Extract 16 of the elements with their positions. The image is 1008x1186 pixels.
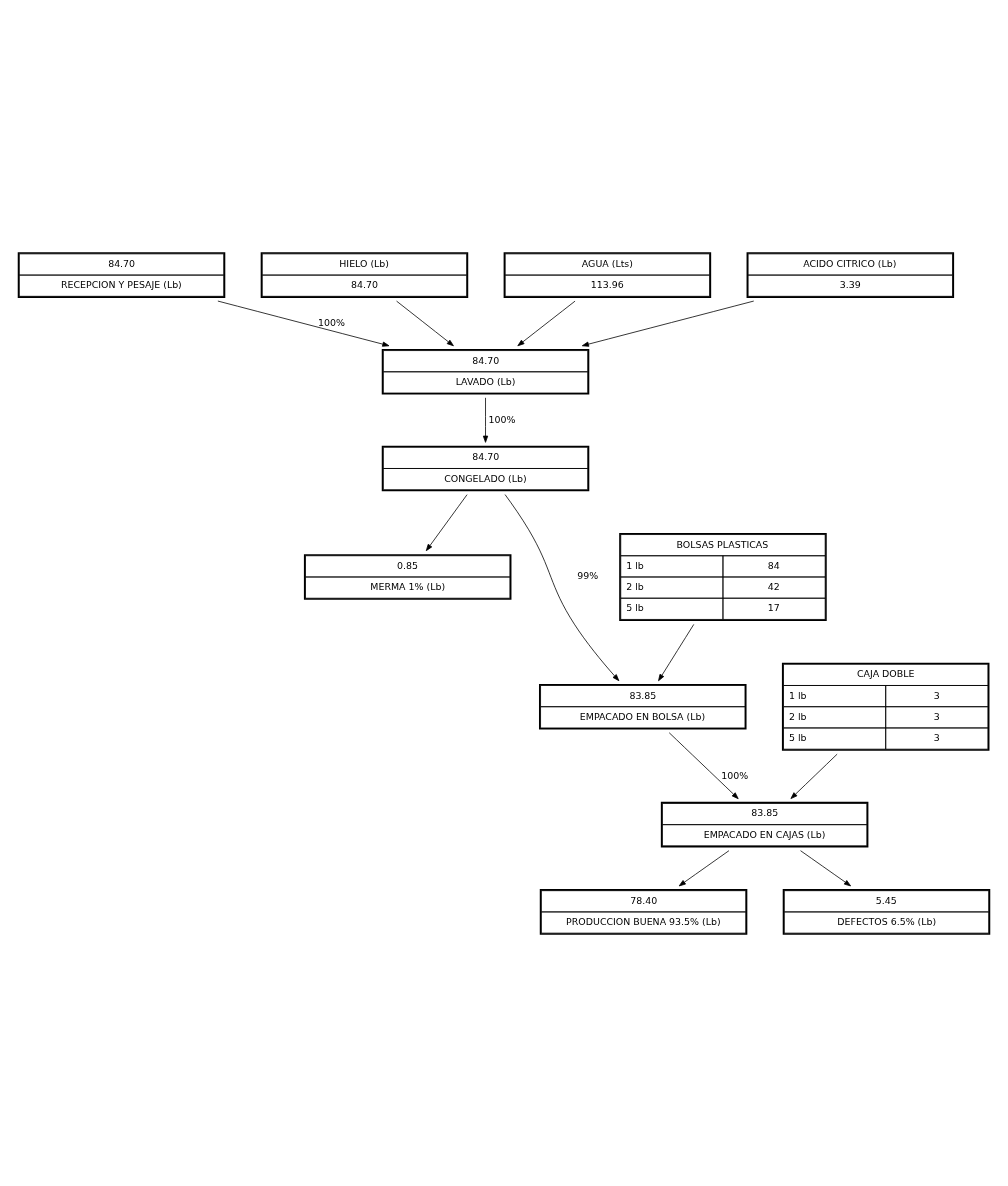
edge-label: 100%: [488, 413, 516, 425]
edge-label: 99%: [577, 569, 599, 581]
arrow: [581, 300, 755, 347]
arrow: [678, 849, 730, 886]
arrow: [217, 300, 390, 347]
arrow: [658, 623, 695, 681]
arrow: [800, 849, 852, 886]
arrow: [790, 753, 838, 799]
arrow: [668, 731, 739, 799]
arrow: [517, 300, 576, 346]
arrow: [425, 493, 468, 551]
arrow: [482, 396, 489, 443]
arrow: [504, 493, 620, 681]
edge-label: 100%: [317, 316, 345, 328]
edge-label: 100%: [721, 769, 749, 781]
arrow: [396, 300, 454, 346]
